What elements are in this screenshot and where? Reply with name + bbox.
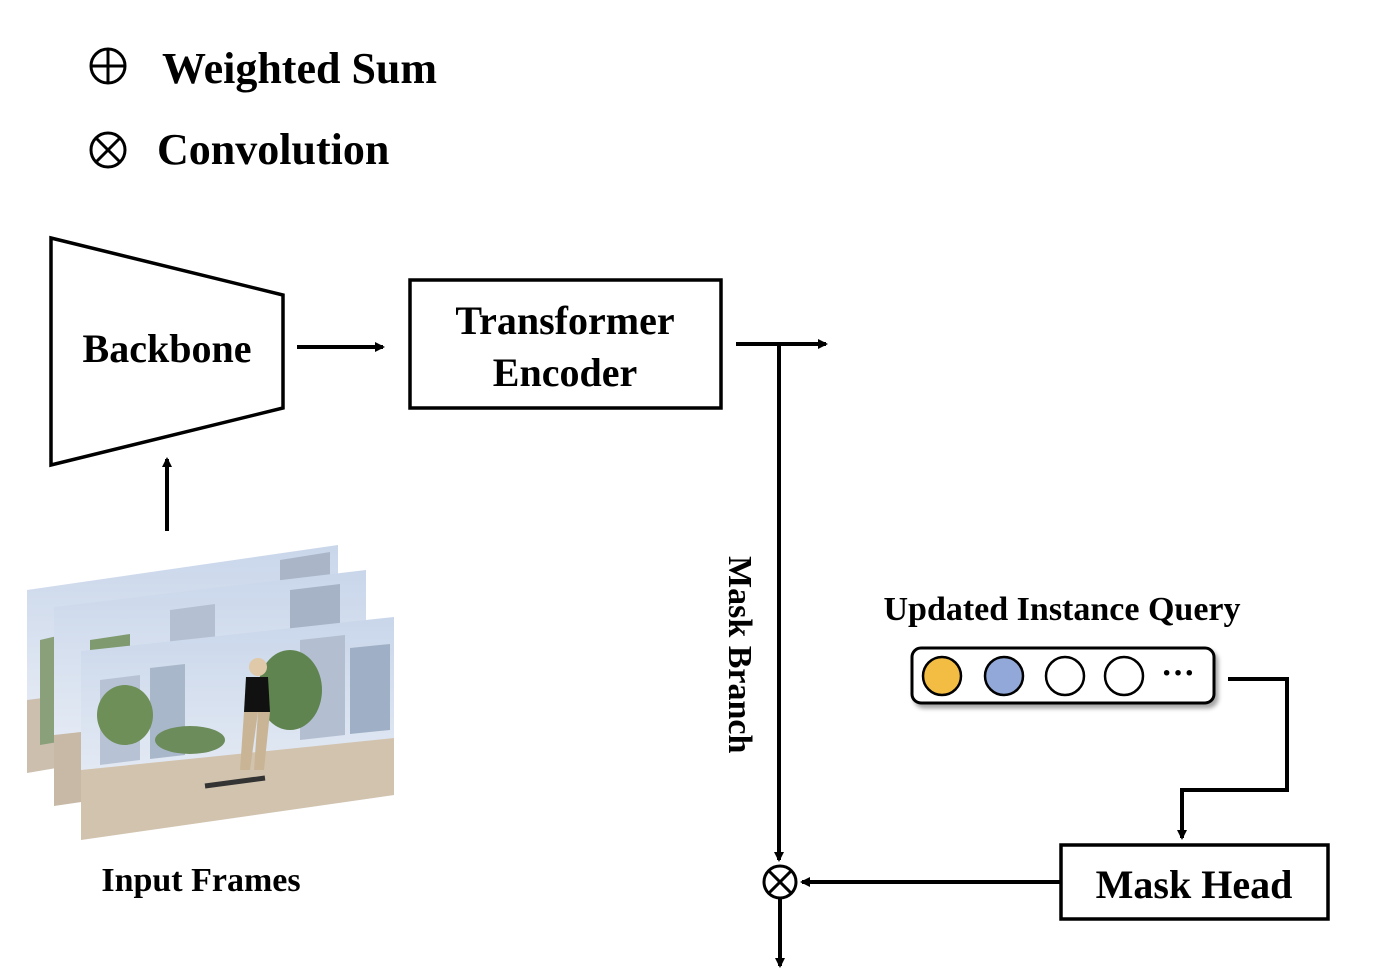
instance-query-box: ··· bbox=[910, 646, 1216, 705]
transformer-encoder-block: Transformer Encoder bbox=[408, 278, 723, 410]
convolution-icon bbox=[89, 131, 127, 169]
mask-head-label: Mask Head bbox=[1096, 862, 1293, 907]
convolution-node-icon bbox=[762, 864, 798, 900]
legend: Weighted Sum Convolution bbox=[89, 44, 437, 174]
query-circle-3 bbox=[1044, 655, 1086, 697]
mask-head-block: Mask Head bbox=[1059, 843, 1330, 921]
query-circle-1 bbox=[921, 655, 963, 697]
mask-branch-label: Mask Branch bbox=[721, 556, 758, 754]
input-frames-image bbox=[27, 545, 394, 840]
transformer-encoder-line2: Encoder bbox=[493, 350, 637, 395]
backbone-block: Backbone bbox=[49, 235, 285, 468]
instance-query-label: Updated Instance Query bbox=[883, 591, 1240, 628]
transformer-encoder-line1: Transformer bbox=[455, 298, 674, 343]
query-ellipsis: ··· bbox=[1161, 655, 1195, 692]
weighted-sum-label: Weighted Sum bbox=[162, 44, 437, 93]
convolution-label: Convolution bbox=[157, 125, 389, 174]
backbone-label: Backbone bbox=[83, 326, 252, 371]
query-circle-2 bbox=[983, 655, 1025, 697]
input-frames-label: Input Frames bbox=[101, 862, 300, 899]
query-circle-4 bbox=[1103, 655, 1145, 697]
weighted-sum-icon bbox=[89, 47, 127, 85]
query-to-mask-head-arrow bbox=[1177, 677, 1289, 840]
frame-front bbox=[81, 617, 394, 840]
